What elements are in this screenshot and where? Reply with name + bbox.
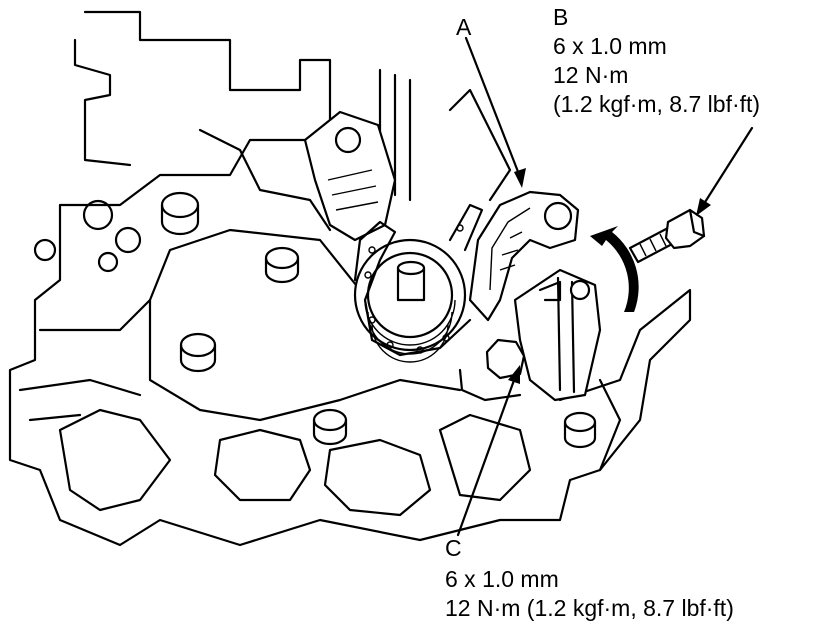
timing-chain	[353, 203, 484, 357]
label-b-line-2: 12 N·m	[553, 62, 629, 88]
label-c: C	[445, 535, 462, 561]
leader-lines	[456, 36, 754, 537]
label-a: A	[456, 14, 472, 40]
cam-sprocket	[353, 238, 467, 363]
label-c-line-2: 12 N·m (1.2 kgf·m, 8.7 lbf·ft)	[445, 595, 734, 621]
label-b-line-3: (1.2 kgf·m, 8.7 lbf·ft)	[553, 91, 761, 117]
label-b: B	[553, 4, 569, 30]
bolt-c	[458, 338, 526, 402]
label-c-line-1: 6 x 1.0 mm	[445, 566, 559, 592]
tensioner-arm	[468, 190, 580, 322]
engine-block	[8, 10, 692, 547]
label-b-line-1: 6 x 1.0 mm	[553, 33, 667, 59]
tensioner-body	[513, 268, 602, 402]
rotation-arrow	[590, 226, 639, 312]
bolt-b	[628, 208, 706, 264]
